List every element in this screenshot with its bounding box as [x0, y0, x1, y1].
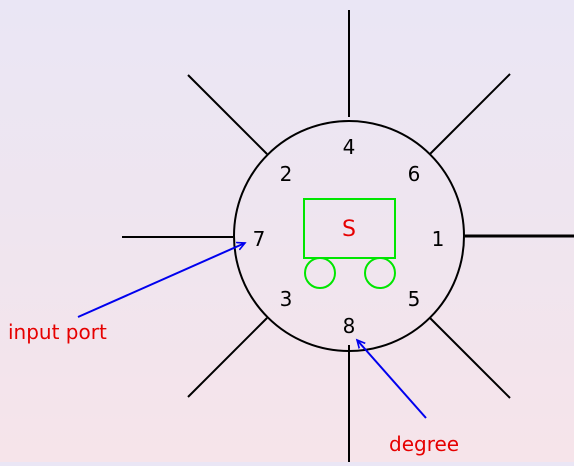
degree-annotation: degree — [389, 432, 459, 456]
port-label-6: 6 — [408, 162, 421, 186]
port-labels: 1 2 3 4 5 6 7 8 — [253, 135, 445, 338]
port-label-8: 8 — [343, 314, 356, 338]
degree-arrow — [357, 340, 427, 419]
port-label-2: 2 — [280, 162, 293, 186]
annotation-arrows — [77, 243, 427, 419]
spoke-northwest — [187, 74, 268, 155]
station-cart: S — [303, 198, 396, 289]
spokes — [122, 10, 574, 462]
node-circle — [233, 120, 465, 352]
spoke-southeast — [429, 317, 511, 399]
cart-wheel-left — [304, 257, 336, 289]
input-port-arrow — [77, 243, 245, 318]
port-label-4: 4 — [343, 135, 356, 159]
spoke-southwest — [187, 317, 268, 398]
input-port-annotation: input port — [8, 320, 107, 344]
port-label-1: 1 — [432, 227, 445, 251]
station-box — [303, 198, 396, 259]
spoke-northeast — [429, 73, 511, 155]
cart-wheel-right — [364, 257, 396, 289]
station-label: S — [342, 217, 356, 242]
port-label-7: 7 — [253, 227, 266, 251]
port-label-3: 3 — [280, 287, 293, 311]
port-label-5: 5 — [408, 287, 421, 311]
